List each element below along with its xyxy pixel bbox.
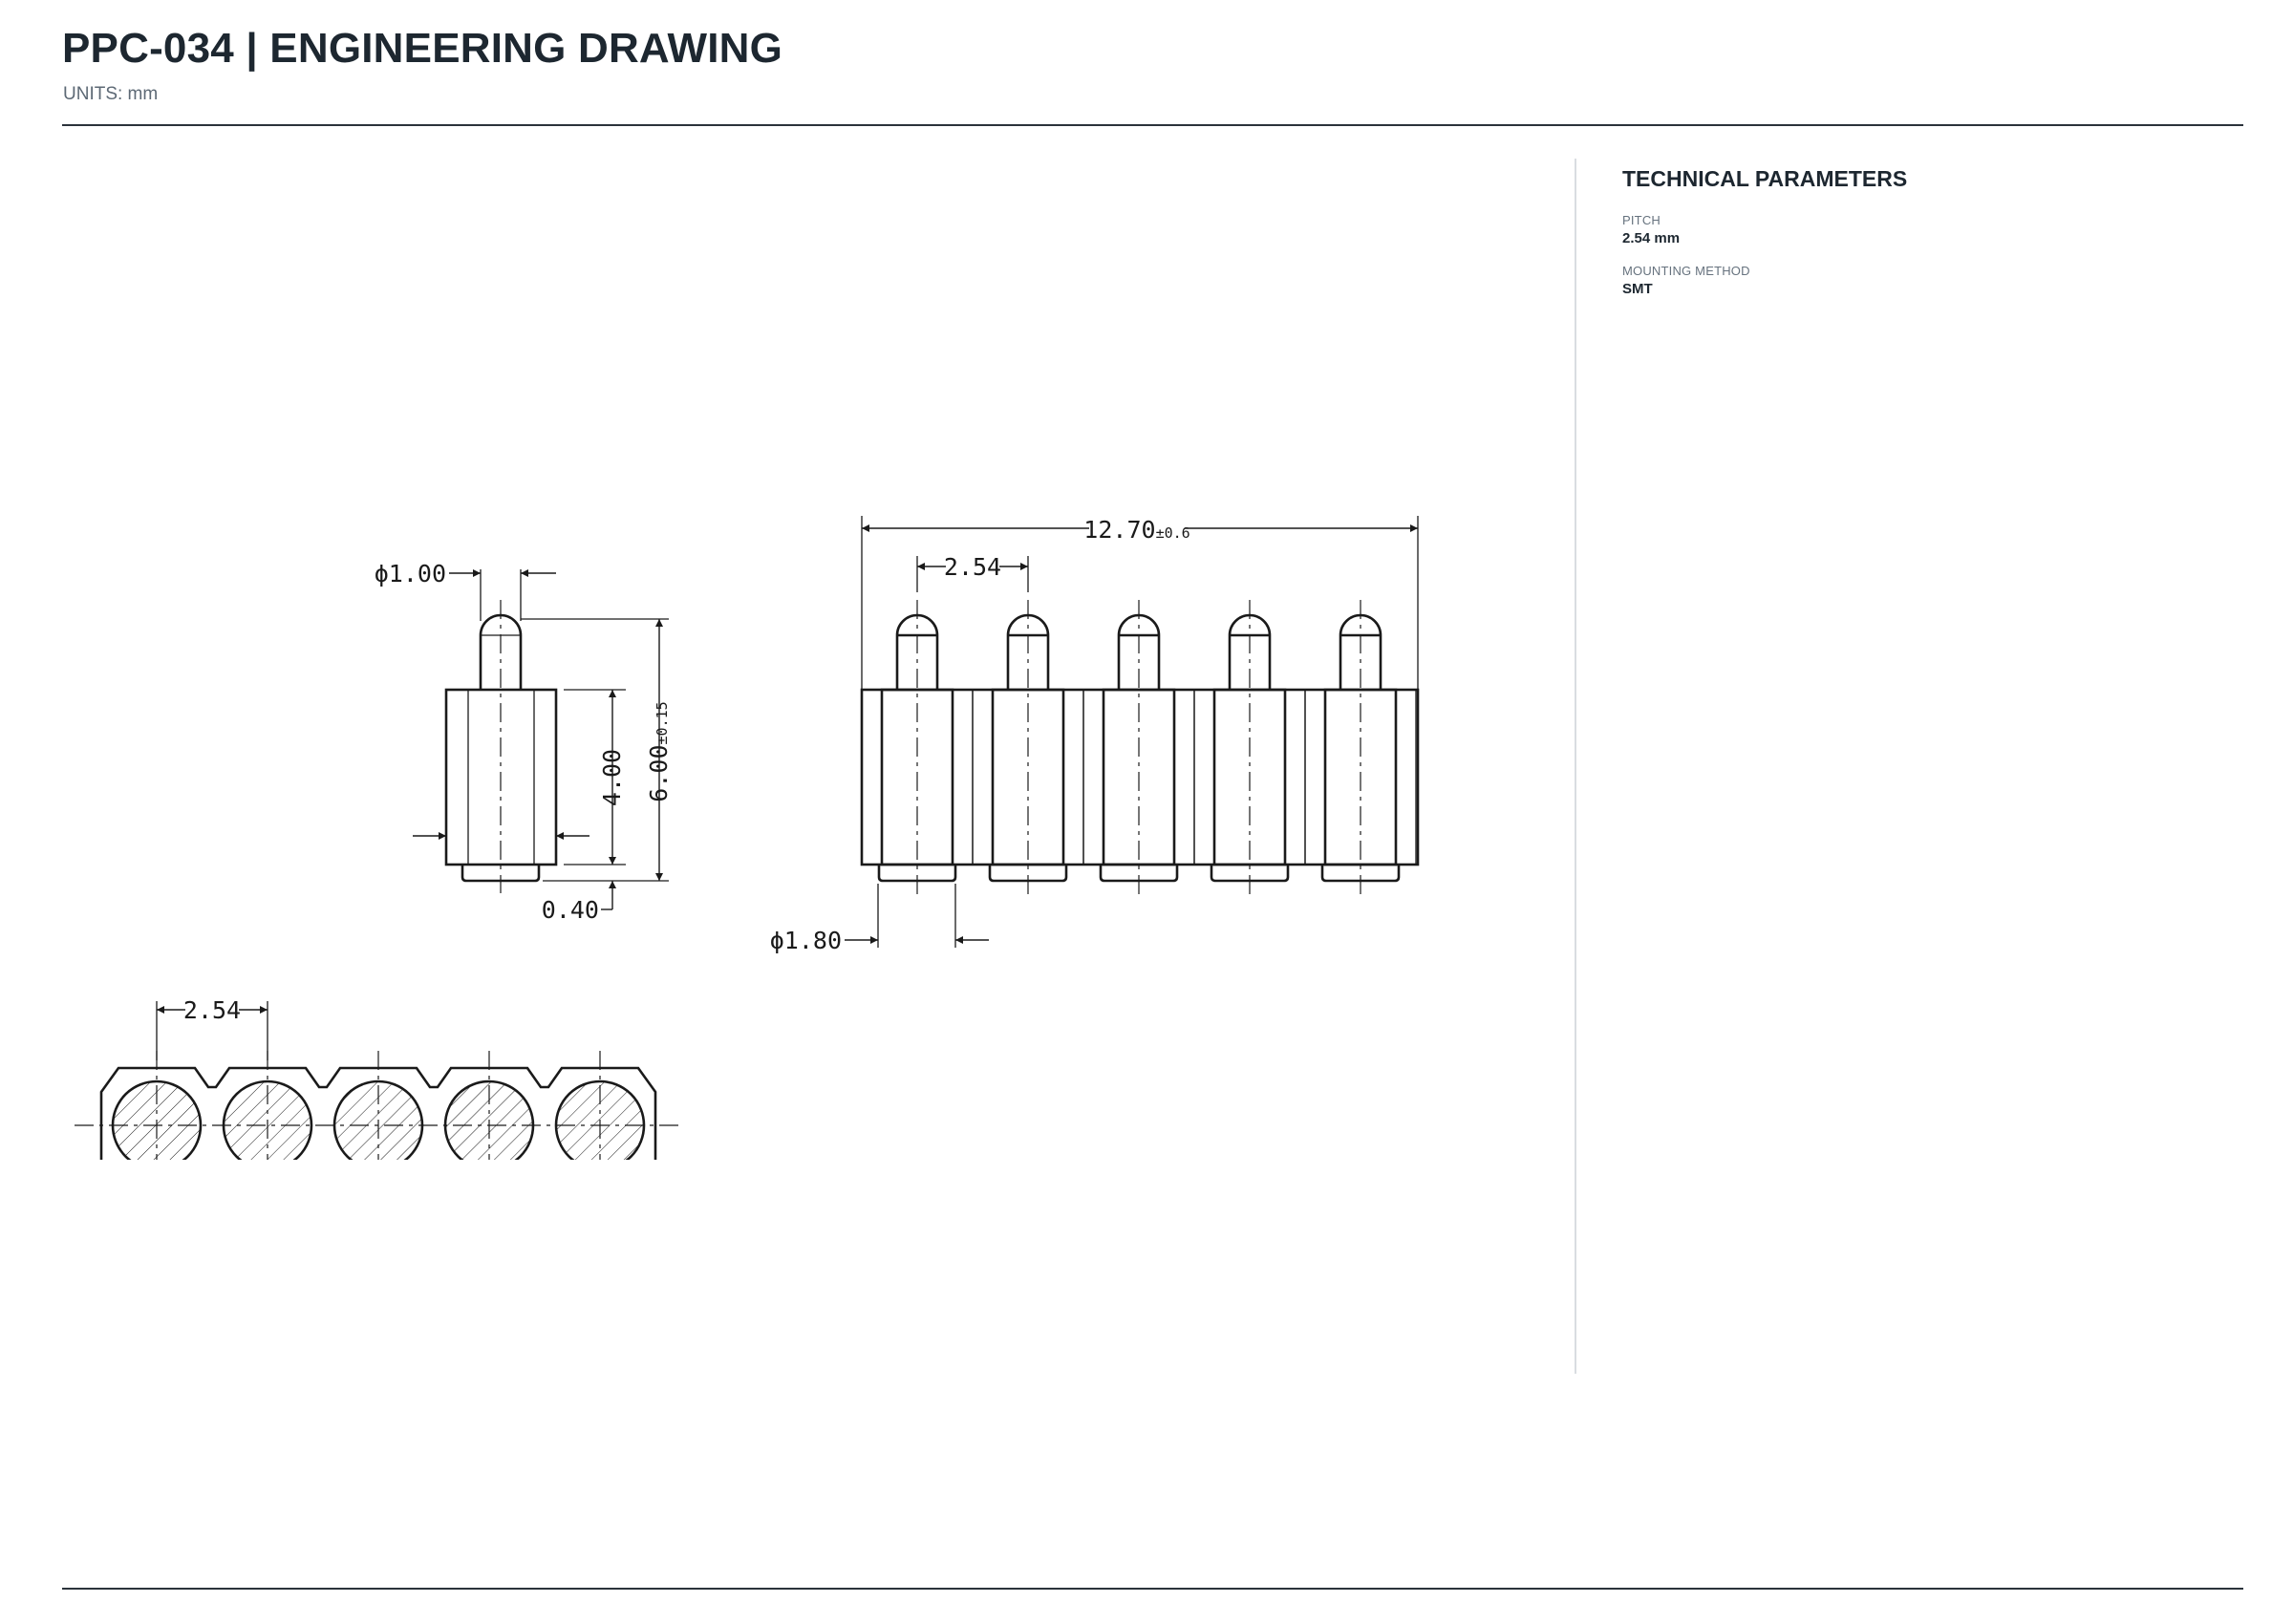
dim-pin-diameter: ϕ1.00 xyxy=(375,560,446,588)
dim-tail-height: 0.40 xyxy=(542,896,599,924)
side-view: ϕ1.00 4.00 6.00±0.15 0.40 xyxy=(375,560,673,924)
param-label: MOUNTING METHOD xyxy=(1622,264,1750,278)
footer-divider xyxy=(62,1588,2243,1590)
front-view: 12.70±0.6 2.54 ϕ1.80 xyxy=(770,516,1420,954)
front-pin xyxy=(1082,600,1195,898)
dim-total-length: 12.70 xyxy=(1083,516,1155,544)
dim-bottom-pitch: 2.54 xyxy=(183,996,241,1024)
dim-front-pitch: 2.54 xyxy=(944,553,1001,581)
param-value: 2.54 mm xyxy=(1622,230,1681,246)
front-pin xyxy=(861,600,974,898)
dim-total-length-tol: ±0.6 xyxy=(1156,524,1190,542)
panel-title: TECHNICAL PARAMETERS xyxy=(1622,166,1908,191)
front-pin xyxy=(972,600,1084,898)
front-pin xyxy=(1193,600,1306,898)
dim-body-height: 4.00 xyxy=(598,749,626,806)
front-pin xyxy=(1304,600,1417,898)
param-label: PITCH xyxy=(1622,213,1661,227)
header-divider xyxy=(62,124,2243,126)
engineering-drawing: ϕ1.00 4.00 6.00±0.15 0.40 xyxy=(75,516,1420,1160)
dim-body-diameter: ϕ1.80 xyxy=(770,927,842,954)
param-value: SMT xyxy=(1622,281,1653,297)
side-body xyxy=(444,688,558,866)
panel-divider xyxy=(1575,159,1576,1374)
front-body xyxy=(860,688,1420,866)
param-mounting-method: MOUNTING METHOD SMT xyxy=(1622,264,2234,297)
page-title: PPC-034 | ENGINEERING DRAWING xyxy=(62,25,783,72)
technical-parameters-panel: TECHNICAL PARAMETERS PITCH 2.54 mm MOUNT… xyxy=(1622,166,2234,314)
dim-total-height: 6.00 xyxy=(645,744,673,801)
svg-text:12.70±0.6: 12.70±0.6 xyxy=(1083,516,1189,544)
svg-text:6.00±0.15: 6.00±0.15 xyxy=(645,701,673,801)
dim-total-height-tol: ±0.15 xyxy=(654,701,671,744)
bottom-section-view: 2.54 xyxy=(75,996,683,1160)
param-pitch: PITCH 2.54 mm xyxy=(1622,213,2234,246)
units-label: UNITS: mm xyxy=(63,84,159,104)
